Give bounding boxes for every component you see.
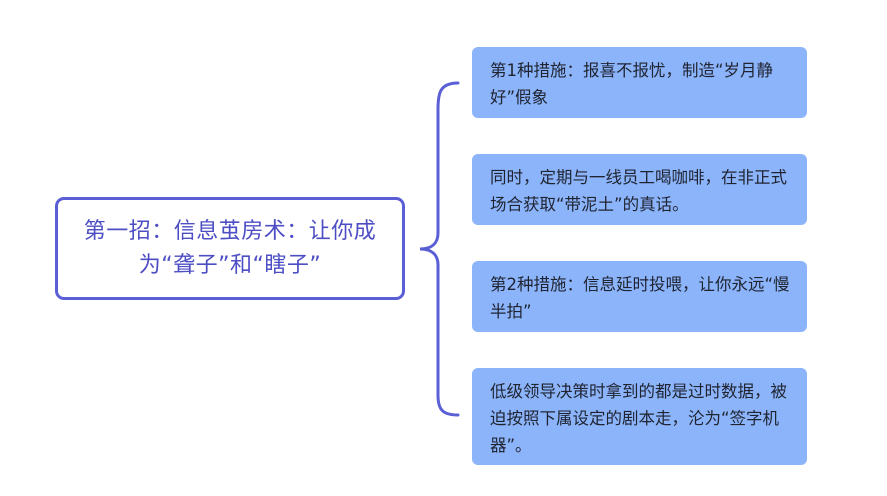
subtopic-label-1: 第1种措施：报喜不报忧，制造“岁月静好”假象 [490, 61, 774, 107]
subtopic-node-3[interactable]: 第2种措施：信息延时投喂，让你永远“慢半拍” [472, 261, 807, 332]
subtopic-label-2: 同时，定期与一线员工喝咖啡，在非正式场合获取“带泥土”的真话。 [490, 168, 787, 214]
subtopic-label-4: 低级领导决策时拿到的都是过时数据，被迫按照下属设定的剧本走，沦为“签字机器”。 [490, 382, 787, 455]
subtopic-node-2[interactable]: 同时，定期与一线员工喝咖啡，在非正式场合获取“带泥土”的真话。 [472, 154, 807, 225]
subtopic-label-3: 第2种措施：信息延时投喂，让你永远“慢半拍” [490, 275, 790, 321]
root-topic-node[interactable]: 第一招：信息茧房术：让你成为“聋子”和“瞎子” [55, 197, 405, 300]
branch-connector [419, 81, 460, 417]
subtopic-node-4[interactable]: 低级领导决策时拿到的都是过时数据，被迫按照下属设定的剧本走，沦为“签字机器”。 [472, 368, 807, 465]
root-topic-label: 第一招：信息茧房术：让你成为“聋子”和“瞎子” [83, 218, 377, 278]
subtopic-node-1[interactable]: 第1种措施：报喜不报忧，制造“岁月静好”假象 [472, 47, 807, 118]
